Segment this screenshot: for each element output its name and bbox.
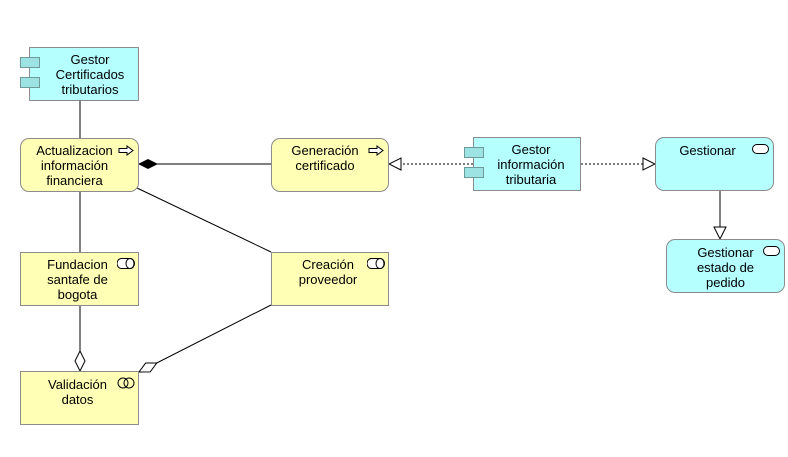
node-label: Validación datos [47,377,108,407]
node-generacion[interactable]: Generación certificado [271,138,389,192]
node-label: Gestor Certificados tributarios [55,52,125,97]
node-actualizacion[interactable]: Actualizacion información financiera [20,138,139,192]
node-label: Actualizacion información financiera [36,143,113,188]
node-label: Creación proveedor [298,257,358,287]
node-label: Fundacion santafe de bogota [47,257,108,302]
node-label: Gestionar estado de pedido [696,245,755,290]
component-icon [20,77,40,88]
association-edge[interactable] [136,187,272,253]
node-label: Gestor información tributaria [497,142,565,187]
process-arrow-icon [118,145,134,156]
node-fundacion[interactable]: Fundacion santafe de bogota [20,252,139,306]
component-icon [20,57,40,68]
collaboration-icon [117,377,135,389]
node-gestionar-estado[interactable]: Gestionar estado de pedido [666,239,785,293]
component-icon [464,167,484,178]
node-label: Generación certificado [291,143,359,173]
service-icon [763,246,780,256]
role-icon [117,258,135,269]
node-creacion[interactable]: Creación proveedor [271,252,389,306]
role-icon [367,258,385,269]
node-gestor-informacion[interactable]: Gestor información tributaria [464,137,581,191]
node-gestor-certificados[interactable]: Gestor Certificados tributarios [20,47,139,101]
component-icon [464,147,484,158]
node-label: Gestionar [679,143,736,158]
aggregation-edge[interactable] [139,304,272,372]
node-validacion[interactable]: Validación datos [20,371,139,425]
process-arrow-icon [368,145,384,156]
service-icon [752,144,769,154]
node-gestionar[interactable]: Gestionar [655,137,774,191]
